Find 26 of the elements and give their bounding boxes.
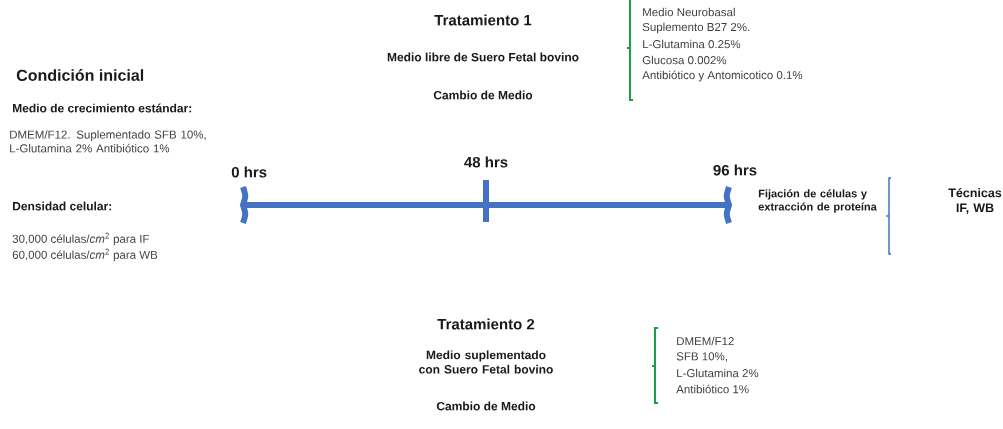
heading: Técnicas IF, WB — [948, 187, 1002, 215]
subheading: Cambio de Medio — [433, 90, 533, 100]
list-item: SFB 10%, — [676, 352, 727, 362]
list-item: Antibiótico y Antomicotico 0.1% — [642, 70, 803, 82]
body-text: DMEM/F12. Suplementado SFB 10%, L-Glutamina 2% Antibiótico 1% — [10, 130, 206, 153]
subheading: Medio libre de Suero Fetal bovino — [387, 52, 579, 62]
list-item: Suplemento B27 2%. — [642, 22, 750, 34]
step-text: Fijación de células y extracción de proteína — [758, 189, 877, 213]
subheading: Cambio de Medio — [436, 401, 536, 411]
subheading: Medio de crecimiento estándar: — [13, 103, 192, 113]
list-item: Glucosa 0.002% — [642, 55, 727, 65]
heading: Condición inicial — [16, 69, 144, 81]
list-item: L-Glutamina 0.25% — [643, 39, 741, 49]
heading: Tratamiento 2 — [437, 318, 535, 330]
subheading: Medio suplementado con Suero Fetal bovino — [419, 350, 553, 374]
list-item: Medio Neurobasal — [643, 7, 735, 17]
heading: Tratamiento 1 — [434, 14, 532, 26]
body-text: 30,000 células/cm$^{2}$ para IF — [12, 232, 149, 246]
list-item: Antibiótico 1% — [676, 384, 749, 394]
list-item: DMEM/F12 — [677, 336, 734, 346]
time-label: 0 hrs — [231, 166, 267, 178]
subheading: Densidad celular: — [13, 201, 112, 211]
time-label: 96 hrs — [713, 164, 757, 176]
time-label: 48 hrs — [464, 156, 508, 168]
list-item: L-Glutamina 2% — [677, 368, 759, 378]
body-text: 60,000 células/cm$^{2}$ para WB — [12, 248, 158, 262]
